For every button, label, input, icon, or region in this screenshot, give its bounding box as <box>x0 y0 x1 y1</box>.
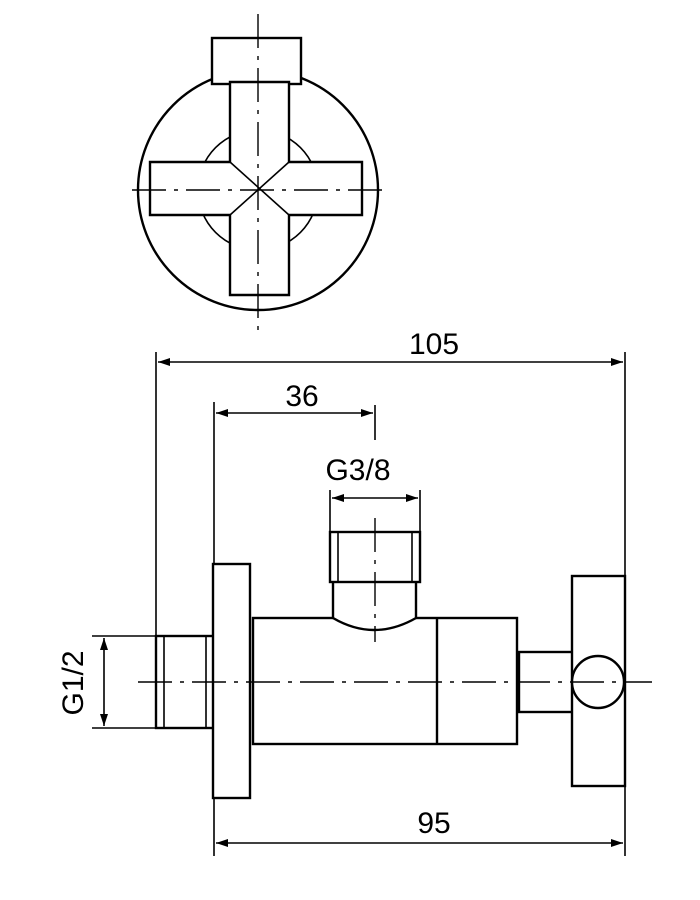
side-view <box>138 518 652 800</box>
dim-g12-label: G1/2 <box>57 650 90 715</box>
dim-g38-label: G3/8 <box>325 454 390 487</box>
wall-flange <box>211 562 252 800</box>
dim-36-label: 36 <box>285 380 318 413</box>
cross-handle <box>148 80 364 297</box>
dim-105-label: 105 <box>409 328 459 361</box>
top-view <box>132 14 385 330</box>
top-stub <box>210 36 303 86</box>
valve-body <box>251 616 519 746</box>
dimensions: 105 36 G3/8 G1/2 95 <box>57 328 626 856</box>
dim-95-label: 95 <box>417 807 450 840</box>
